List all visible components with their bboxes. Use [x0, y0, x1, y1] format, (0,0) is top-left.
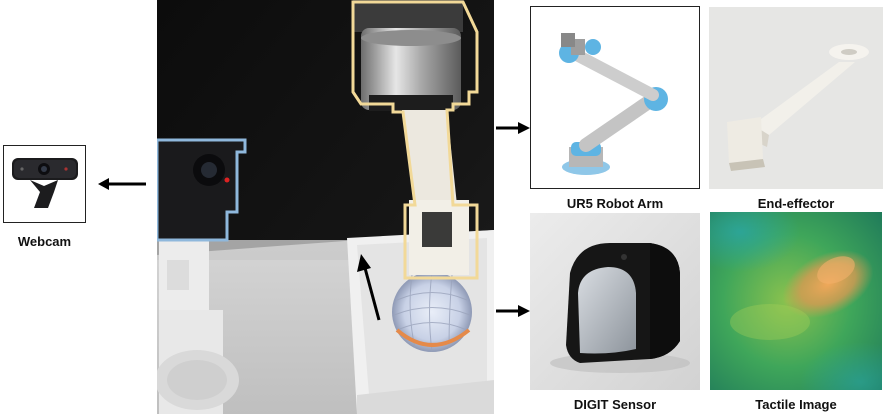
digit-panel — [530, 213, 700, 390]
arrow-icon — [496, 122, 530, 134]
tactile-caption: Tactile Image — [755, 397, 837, 412]
webcam-panel — [3, 145, 86, 223]
robot-arm-icon — [559, 33, 668, 175]
end-effector-caption: End-effector — [757, 196, 835, 211]
digit-sensor-icon — [530, 213, 700, 390]
end-effector-icon — [709, 7, 883, 189]
digit-caption: DIGIT Sensor — [573, 397, 657, 412]
webcam-in-photo — [157, 138, 247, 242]
ur5-caption: UR5 Robot Arm — [566, 196, 664, 211]
main-photo — [157, 0, 494, 414]
robot-wrist — [353, 0, 463, 111]
end-effector-panel — [709, 7, 883, 189]
tactile-panel — [710, 212, 882, 390]
arrow-icon — [98, 178, 146, 190]
tactile-image — [710, 212, 882, 390]
webcam-caption: Webcam — [17, 234, 72, 249]
arrow-icon — [357, 254, 381, 321]
ur5-panel — [530, 6, 700, 189]
arrow-icon — [496, 305, 530, 317]
webcam-icon — [12, 158, 78, 208]
